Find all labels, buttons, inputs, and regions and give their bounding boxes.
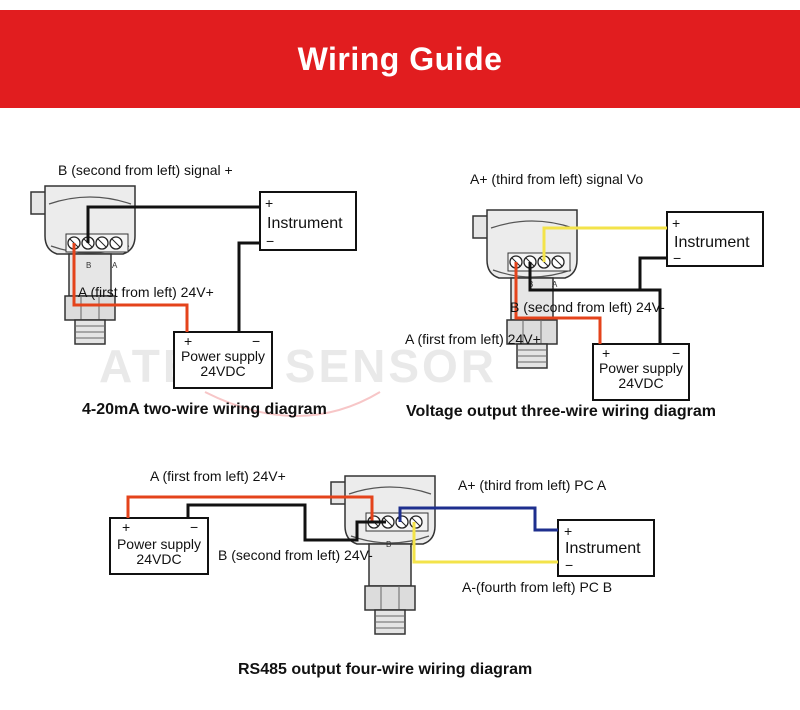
three-wire-diagram: A+ (third from left) signal Vo B A + Ins… [405,171,764,420]
wire-black-b-4 [186,503,386,542]
wire-blue-pc-a [398,506,558,532]
four-wire-label-aminus: A-(fourth from left) PC B [462,579,612,595]
terminal-mark-a: A [112,261,118,270]
four-wire-diagram: A (first from left) 24V+ B A + − Power s… [109,468,655,678]
watermark-swoosh [204,391,381,417]
power-line1: Power supply [181,348,265,364]
wire-black-return [237,241,260,332]
header-banner: Wiring Guide [0,10,800,108]
wire-red-24v-3 [514,262,602,344]
three-wire-label-b: B (second from left) 24V- [510,299,665,315]
instrument-minus-4: − [565,557,573,573]
power-plus-4: + [122,519,130,535]
power-minus-4: − [190,519,198,535]
wire-yellow-signal [542,226,667,262]
power-minus: − [252,333,260,349]
two-wire-label-b: B (second from left) signal + [58,162,233,178]
two-wire-label-a: A (first from left) 24V+ [78,284,214,300]
power-plus-3: + [602,345,610,361]
transmitter-two-wire [30,185,136,345]
instrument-label: Instrument [267,215,343,232]
four-wire-label-aplus: A+ (third from left) PC A [458,477,607,493]
power-box-three-wire [592,343,690,401]
power-line2-4: 24VDC [136,551,181,567]
instrument-minus-3: − [673,250,681,266]
instrument-box-two-wire [259,191,357,251]
power-box-four-wire [109,517,209,575]
instrument-minus: − [266,233,274,249]
power-minus-3: − [672,345,680,361]
four-wire-caption: RS485 output four-wire wiring diagram [238,661,532,678]
wire-black-signal [86,205,260,243]
instrument-plus: + [265,195,273,211]
wire-red-24v-4 [126,495,374,522]
two-wire-caption: 4-20mA two-wire wiring diagram [82,401,327,418]
three-wire-label-a: A (first from left) 24V+ [405,331,541,347]
page-title: Wiring Guide [297,40,503,77]
instrument-box-three-wire [666,211,764,267]
instrument-label-4: Instrument [565,540,641,557]
power-line2-3: 24VDC [618,375,663,391]
wire-red-24v [72,243,189,332]
power-box-two-wire [173,331,273,389]
wire-yellow-pc-b [412,522,558,564]
power-plus: + [184,333,192,349]
terminal-mark-a-3: A [552,280,558,289]
instrument-plus-4: + [564,523,572,539]
four-wire-label-b: B (second from left) 24V- [218,547,373,563]
watermark: ATECH SENSOR [99,340,497,392]
two-wire-diagram: B (second from left) signal + B A + Inst… [30,162,357,418]
wire-black-power [640,288,662,344]
three-wire-label-aplus: A+ (third from left) signal Vo [470,171,643,187]
power-line2: 24VDC [200,363,245,379]
power-line1-4: Power supply [117,536,201,552]
terminal-mark-b: B [86,261,91,270]
instrument-plus-3: + [672,215,680,231]
three-wire-caption: Voltage output three-wire wiring diagram [406,403,716,420]
power-line1-3: Power supply [599,360,683,376]
four-wire-label-a: A (first from left) 24V+ [150,468,286,484]
instrument-label-3: Instrument [674,234,750,251]
terminal-mark-b-4: B [386,540,391,549]
instrument-box-four-wire [557,519,655,577]
